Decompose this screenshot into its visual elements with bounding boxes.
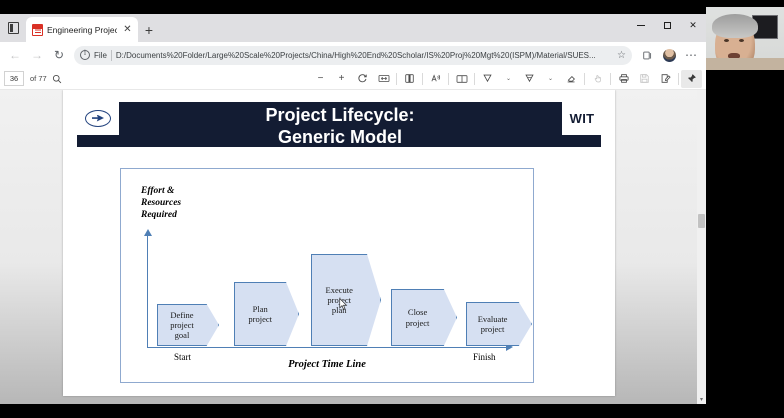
browser-window: Engineering Project Managemen ✕ + ✕ ← → … (0, 14, 706, 404)
two-page-icon[interactable] (451, 70, 472, 88)
wit-logo: WIT (562, 101, 602, 135)
forward-icon[interactable]: → (31, 48, 43, 62)
pdf-viewport[interactable]: Project Lifecycle: Generic Model WIT Eff… (0, 90, 706, 404)
tab-strip: Engineering Project Managemen ✕ + ✕ (0, 14, 706, 42)
eye-right (739, 39, 744, 42)
edit-icon[interactable] (655, 70, 676, 88)
refresh-icon[interactable]: ↻ (53, 48, 65, 62)
new-tab-button[interactable]: + (144, 22, 154, 38)
maximize-button[interactable] (654, 14, 680, 36)
page-number-input[interactable]: 36 (4, 71, 24, 86)
address-bar: ← → ↻ File D:/Documents%20Folder/Large%2… (0, 42, 706, 68)
back-icon[interactable]: ← (9, 48, 21, 62)
close-window-button[interactable]: ✕ (689, 19, 697, 30)
slide-title-line1: Project Lifecycle: (265, 105, 415, 125)
tab-list-icon[interactable] (0, 14, 26, 42)
browser-tab[interactable]: Engineering Project Managemen ✕ (26, 17, 138, 42)
university-emblem (77, 101, 119, 135)
draw-dropdown-icon[interactable]: ⌄ (547, 76, 554, 82)
slide-title-bar: Project Lifecycle: Generic Model WIT (77, 101, 602, 148)
scheme-label: File (94, 50, 107, 60)
participant-shirt (706, 58, 784, 70)
tab-title: Engineering Project Managemen (47, 24, 117, 35)
mouth (728, 53, 740, 59)
settings-menu-icon[interactable]: ⋯ (685, 48, 697, 62)
minimize-button[interactable] (628, 14, 654, 36)
scrollbar-thumb[interactable] (698, 214, 705, 228)
save-icon[interactable] (634, 70, 655, 88)
highlight-icon[interactable] (477, 70, 498, 88)
pdf-toolbar: 36 of 77 − + (0, 68, 706, 90)
zoom-in-icon[interactable]: + (338, 73, 345, 84)
read-aloud-icon[interactable] (425, 70, 446, 88)
favorite-icon[interactable]: ☆ (617, 49, 626, 61)
draw-icon[interactable] (519, 70, 540, 88)
mouse-cursor (339, 298, 348, 310)
x-axis-start-label: Start (174, 352, 191, 362)
pin-icon[interactable] (681, 69, 702, 88)
webcam-video-feed[interactable] (706, 7, 784, 70)
search-icon[interactable] (47, 70, 68, 88)
eye-left (724, 39, 729, 42)
rotate-icon[interactable] (352, 70, 373, 88)
divider (110, 49, 112, 61)
window-controls: ✕ (628, 14, 706, 36)
erase-icon[interactable] (561, 70, 582, 88)
info-icon[interactable] (80, 48, 90, 60)
zoom-out-icon[interactable]: − (317, 73, 324, 84)
page-view-icon[interactable] (399, 70, 420, 88)
print-icon[interactable] (613, 70, 634, 88)
url-input[interactable]: File D:/Documents%20Folder/Large%20Scale… (74, 45, 632, 65)
participant-hair (712, 14, 758, 38)
pdf-file-icon (32, 23, 43, 36)
x-axis-arrow (147, 342, 513, 354)
page-title: Project Lifecycle: Generic Model (119, 105, 561, 148)
scroll-down-icon[interactable]: ▾ (699, 397, 703, 403)
webcam-panel (706, 0, 784, 418)
x-axis-label: Project Time Line (288, 359, 366, 370)
wit-logo-text: WIT (569, 110, 595, 126)
fit-page-icon[interactable] (373, 70, 394, 88)
slide-title-line2: Generic Model (277, 126, 403, 147)
page-total-label: of 77 (30, 74, 47, 83)
y-axis-arrow (142, 229, 154, 348)
highlight-dropdown-icon[interactable]: ⌄ (505, 76, 512, 82)
hand-icon[interactable] (587, 70, 608, 88)
close-icon[interactable]: ✕ (123, 23, 132, 35)
vertical-scrollbar[interactable]: ▾ (697, 90, 706, 404)
x-axis-finish-label: Finish (473, 352, 496, 362)
url-text: D:/Documents%20Folder/Large%20Scale%20Pr… (115, 50, 596, 60)
profile-avatar[interactable] (658, 44, 680, 66)
pdf-page: Project Lifecycle: Generic Model WIT Eff… (63, 90, 615, 396)
collections-icon[interactable] (636, 44, 658, 66)
